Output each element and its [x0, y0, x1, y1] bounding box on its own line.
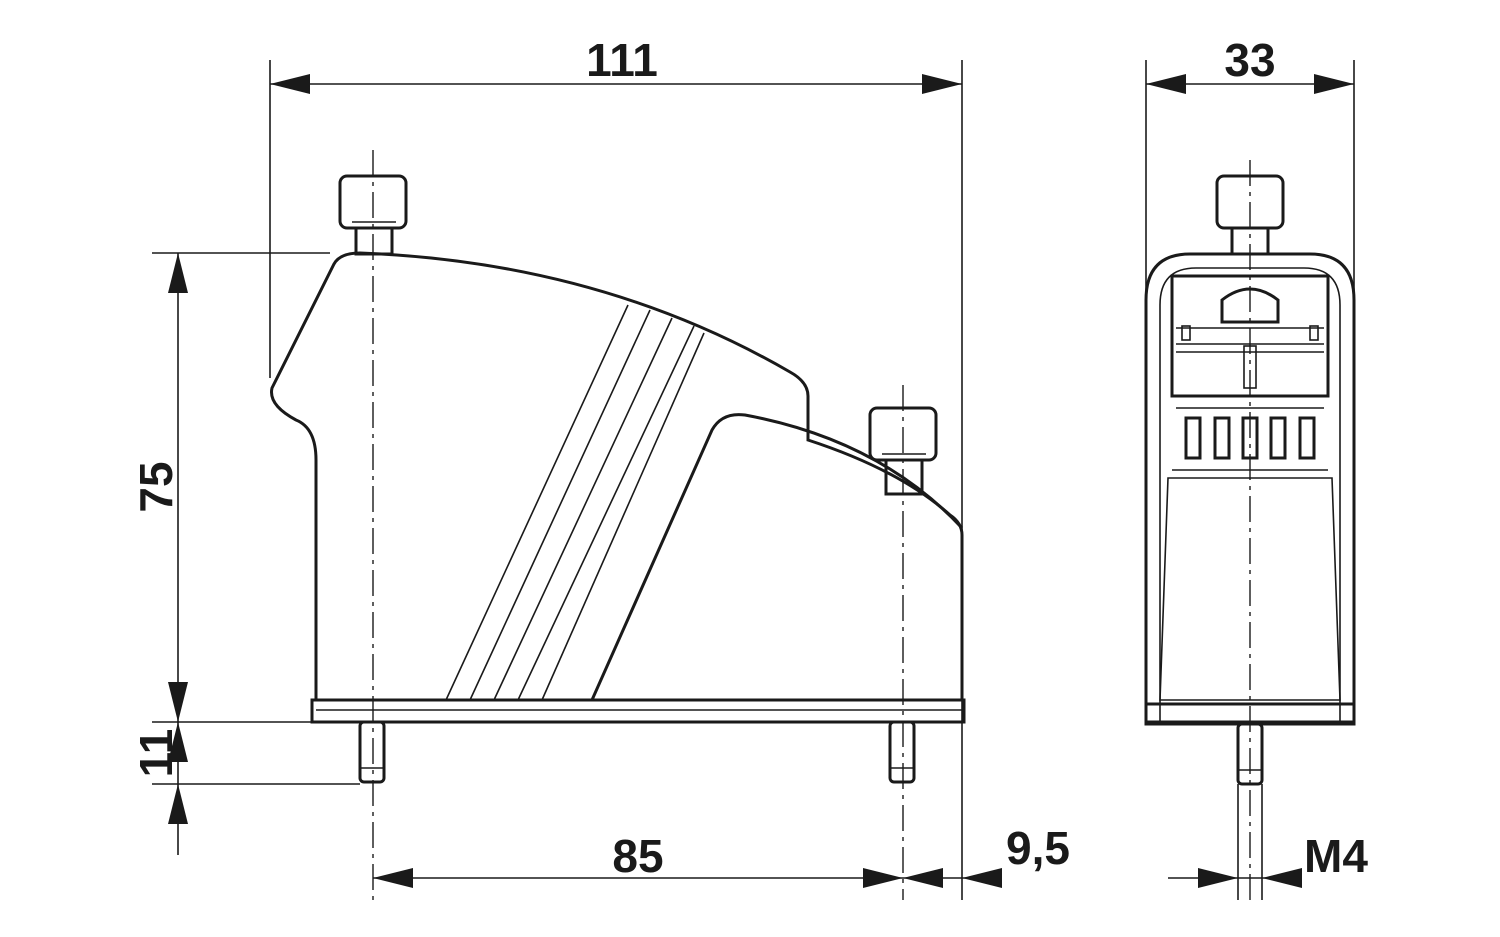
dim-label-75: 75 [130, 461, 182, 512]
left-pin [358, 720, 386, 784]
front-view [270, 150, 966, 900]
housing-front-panel [590, 413, 964, 701]
right-pin [888, 720, 916, 784]
dimension-11: 11 [130, 722, 360, 855]
dim-label-33: 33 [1224, 34, 1275, 86]
dimension-111: 111 [269, 34, 963, 900]
dimension-m4: M4 [1168, 784, 1368, 900]
housing-outline [270, 251, 964, 702]
side-view [1144, 160, 1356, 900]
dim-label-m4: M4 [1304, 830, 1368, 882]
dim-label-85: 85 [612, 830, 663, 882]
side-housing-outline [1144, 252, 1356, 724]
dimension-33: 33 [1145, 34, 1355, 300]
dim-label-11: 11 [130, 729, 182, 778]
dimension-9-5: 9,5 [903, 822, 1070, 888]
dimension-85: 85 [373, 830, 903, 888]
dim-label-9-5: 9,5 [1006, 822, 1070, 874]
base-plate [310, 698, 966, 724]
dimension-75: 75 [130, 252, 330, 723]
housing-grooves [445, 304, 705, 701]
dim-label-111: 111 [586, 34, 658, 86]
